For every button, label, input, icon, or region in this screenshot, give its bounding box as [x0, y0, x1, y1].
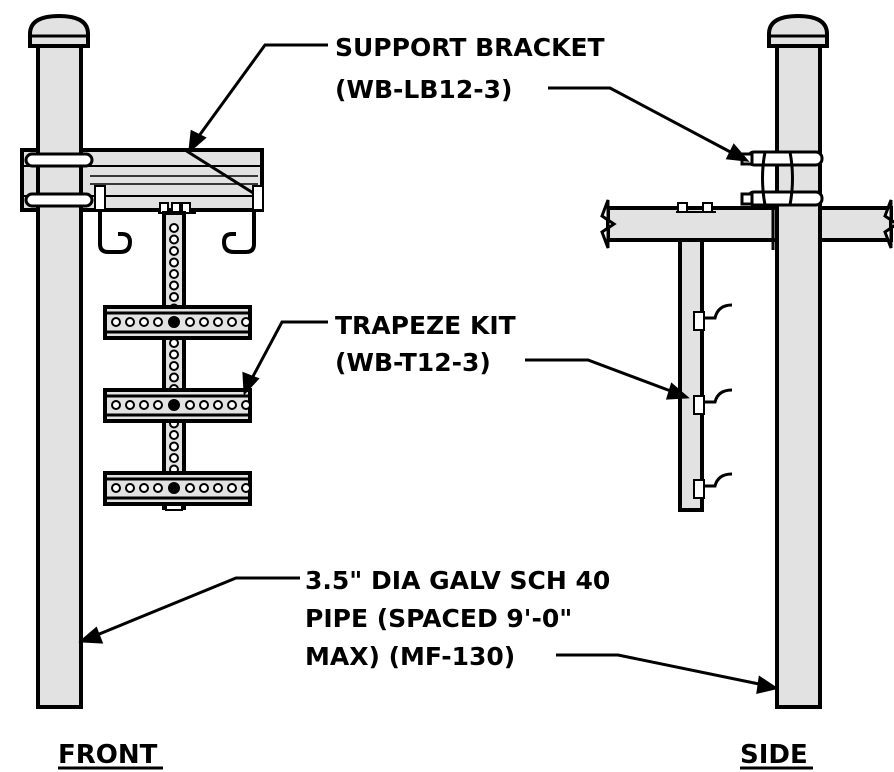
front-view: [20, 13, 264, 709]
arm-perforation: [139, 400, 149, 410]
front-vertical-strut: [162, 211, 186, 511]
arrowhead-pipe-side: [756, 675, 779, 694]
arm-perforation: [185, 483, 195, 493]
strut-perforation: [169, 453, 179, 463]
arm-perforation: [213, 483, 223, 493]
strut-perforation: [169, 338, 179, 348]
strut-perforation: [169, 292, 179, 302]
arm-perforation: [241, 317, 251, 327]
strut-perforation: [169, 372, 179, 383]
leader-bracket-side: [548, 86, 737, 157]
arm-bolt: [168, 482, 180, 494]
label-pipe-spec: 3.5" DIA GALV SCH 40: [305, 566, 610, 595]
strut-perforation: [169, 361, 179, 371]
arm-perforation: [227, 317, 237, 327]
label-pipe-spacing: PIPE (SPACED 9'-0": [305, 604, 572, 633]
annotation-labels: SUPPORT BRACKET (WB-LB12-3) TRAPEZE KIT …: [305, 33, 610, 671]
arm-perforation: [199, 483, 209, 493]
leader-trapeze-side: [525, 358, 677, 395]
label-trapeze-kit-code: (WB-T12-3): [335, 348, 491, 377]
arm-perforation: [213, 400, 223, 410]
front-trapeze-arms: [103, 305, 252, 506]
strut-perforation: [169, 257, 179, 268]
strut-perforation: [169, 234, 179, 245]
strut-perforation: [169, 441, 179, 452]
arm-perforation: [139, 317, 149, 327]
view-title-side: SIDE: [740, 740, 808, 770]
arm-perforation: [199, 317, 209, 327]
arm-perforation: [213, 317, 223, 327]
strut-perforation: [169, 246, 179, 256]
arm-perforation: [153, 317, 163, 327]
arm-perforation: [139, 483, 149, 493]
arm-bolt: [168, 399, 180, 411]
arm-perforation: [111, 317, 121, 327]
arrowhead-pipe-front: [78, 626, 104, 644]
side-pipe: [767, 13, 829, 709]
label-pipe-code: MAX) (MF-130): [305, 642, 515, 671]
arm-perforation: [153, 400, 163, 410]
view-titles: FRONT SIDE: [58, 740, 813, 770]
side-arm-stubs: [693, 303, 733, 499]
strut-perforation: [169, 430, 179, 440]
arm-perforation: [241, 483, 251, 493]
side-support-bracket: [600, 199, 894, 249]
label-support-bracket: SUPPORT BRACKET: [335, 33, 605, 62]
arm-perforation: [227, 483, 237, 493]
arm-perforation: [111, 400, 121, 410]
leader-lines: [78, 43, 779, 694]
label-trapeze-kit: TRAPEZE KIT: [335, 311, 516, 340]
arrowhead-trapeze-front: [242, 371, 260, 396]
view-title-front: FRONT: [58, 740, 158, 770]
arm-perforation: [227, 400, 237, 410]
arm-perforation: [125, 400, 135, 410]
front-j-hooks: [98, 212, 256, 254]
arm-perforation: [111, 483, 121, 493]
strut-perforation: [169, 349, 179, 360]
front-u-bolts: [24, 152, 94, 208]
strut-perforation: [169, 223, 179, 233]
strut-perforation: [169, 280, 179, 291]
arm-bolt: [168, 316, 180, 328]
leader-pipe-front: [91, 576, 300, 639]
front-pipe: [28, 13, 90, 709]
arrowhead-bracket-front: [188, 129, 207, 154]
leader-trapeze-front: [248, 320, 328, 383]
arm-perforation: [125, 483, 135, 493]
arm-perforation: [241, 400, 251, 410]
side-u-bolts: [740, 150, 824, 250]
side-view: [600, 13, 894, 709]
label-support-bracket-code: (WB-LB12-3): [335, 75, 512, 104]
arm-perforation: [153, 483, 163, 493]
arm-perforation: [125, 317, 135, 327]
leader-bracket-front: [194, 43, 328, 141]
arrowhead-trapeze-side: [665, 382, 690, 400]
strut-perforation: [169, 269, 179, 279]
arrowhead-bracket-side: [725, 143, 750, 162]
leader-pipe-side: [556, 653, 765, 687]
arm-perforation: [185, 400, 195, 410]
arm-perforation: [185, 317, 195, 327]
arm-perforation: [199, 400, 209, 410]
side-vertical-strut: [678, 238, 704, 512]
